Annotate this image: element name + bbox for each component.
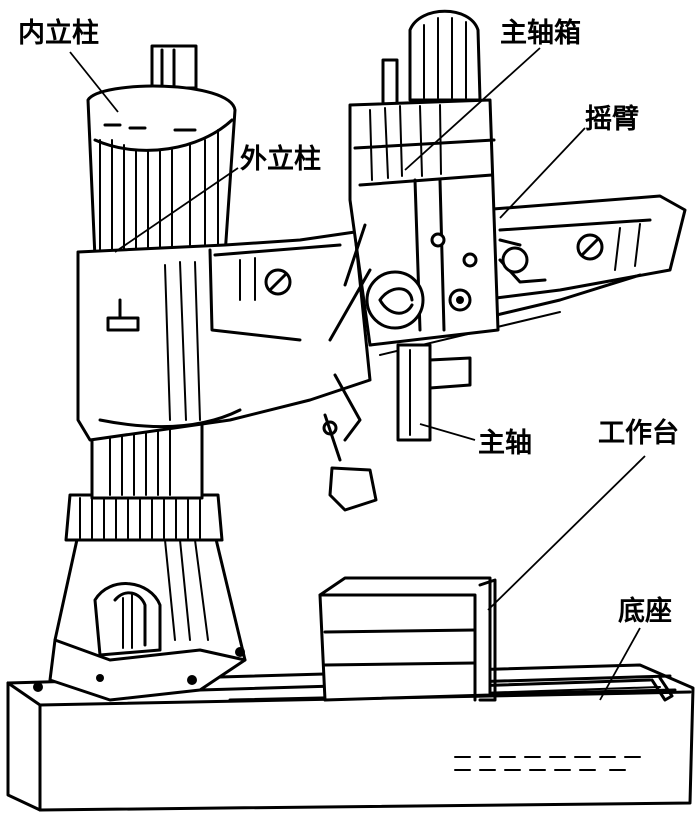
inner-column-drawing — [86, 44, 237, 260]
label-inner-column: 内立柱 — [18, 18, 99, 49]
arm-sleeve-drawing — [76, 230, 372, 442]
label-base: 底座 — [618, 596, 672, 627]
label-outer-column: 外立柱 — [240, 144, 321, 175]
label-spindle: 主轴 — [478, 428, 532, 459]
label-spindle-box: 主轴箱 — [500, 18, 581, 49]
worktable-drawing — [318, 576, 497, 702]
label-worktable: 工作台 — [598, 418, 679, 449]
column-pedestal-drawing — [48, 493, 247, 702]
spindle-box-drawing — [322, 9, 529, 512]
label-rocker-arm: 摇臂 — [585, 104, 639, 135]
leader-lines — [69, 47, 646, 701]
